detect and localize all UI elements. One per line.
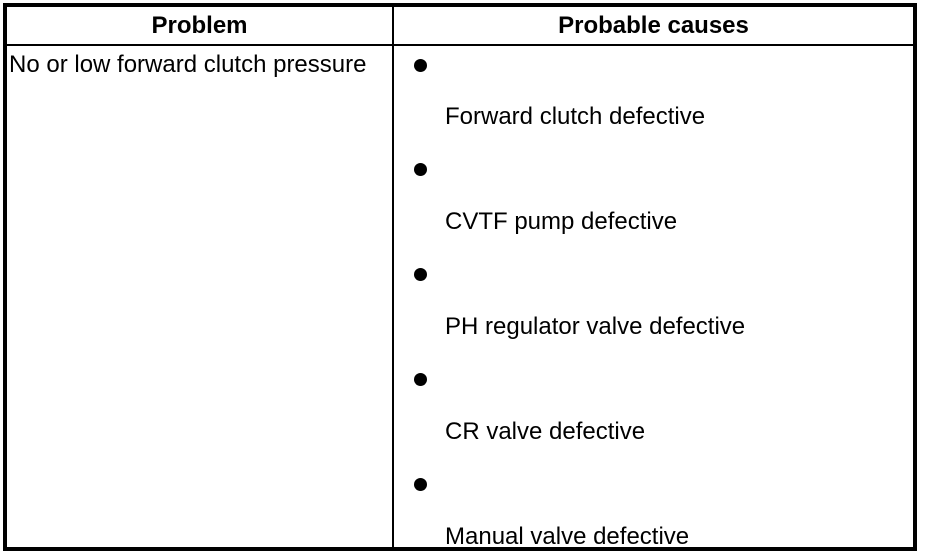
cause-text: CR valve defective: [445, 417, 646, 445]
table-header-row: Problem Probable causes: [7, 7, 913, 46]
bullet-icon: [414, 477, 427, 491]
cause-item: PH regulator valve defective: [394, 249, 913, 354]
problem-text: No or low forward clutch pressure: [9, 51, 367, 78]
header-cell-probable-causes: Probable causes: [558, 11, 749, 39]
causes-list: Forward clutch defective CVTF pump defec…: [394, 46, 913, 547]
diagnostic-table: Problem Probable causes No or low forwar…: [3, 3, 917, 551]
bullet-icon: [414, 373, 427, 387]
header-cell-problem: Problem: [7, 7, 394, 44]
table-body-row: No or low forward clutch pressure Forwar…: [7, 46, 913, 547]
cause-item: CVTF pump defective: [394, 144, 913, 249]
causes-cell: Forward clutch defective CVTF pump defec…: [394, 46, 913, 547]
bullet-line: [394, 144, 913, 196]
cause-text: Forward clutch defective: [445, 103, 706, 131]
bullet-line: [394, 458, 913, 510]
cause-text: Manual valve defective: [445, 522, 690, 547]
cause-text: CVTF pump defective: [445, 208, 678, 236]
problem-cell: No or low forward clutch pressure: [7, 46, 394, 547]
cause-item: CR valve defective: [394, 353, 913, 458]
bullet-line: [394, 46, 913, 91]
cause-item: Manual valve defective: [394, 458, 913, 547]
cause-item: Forward clutch defective: [394, 46, 913, 144]
bullet-line: [394, 353, 913, 405]
cause-text: PH regulator valve defective: [445, 312, 746, 340]
bullet-icon: [414, 268, 427, 282]
bullet-line: [394, 249, 913, 301]
bullet-icon: [414, 58, 427, 72]
bullet-icon: [414, 163, 427, 177]
